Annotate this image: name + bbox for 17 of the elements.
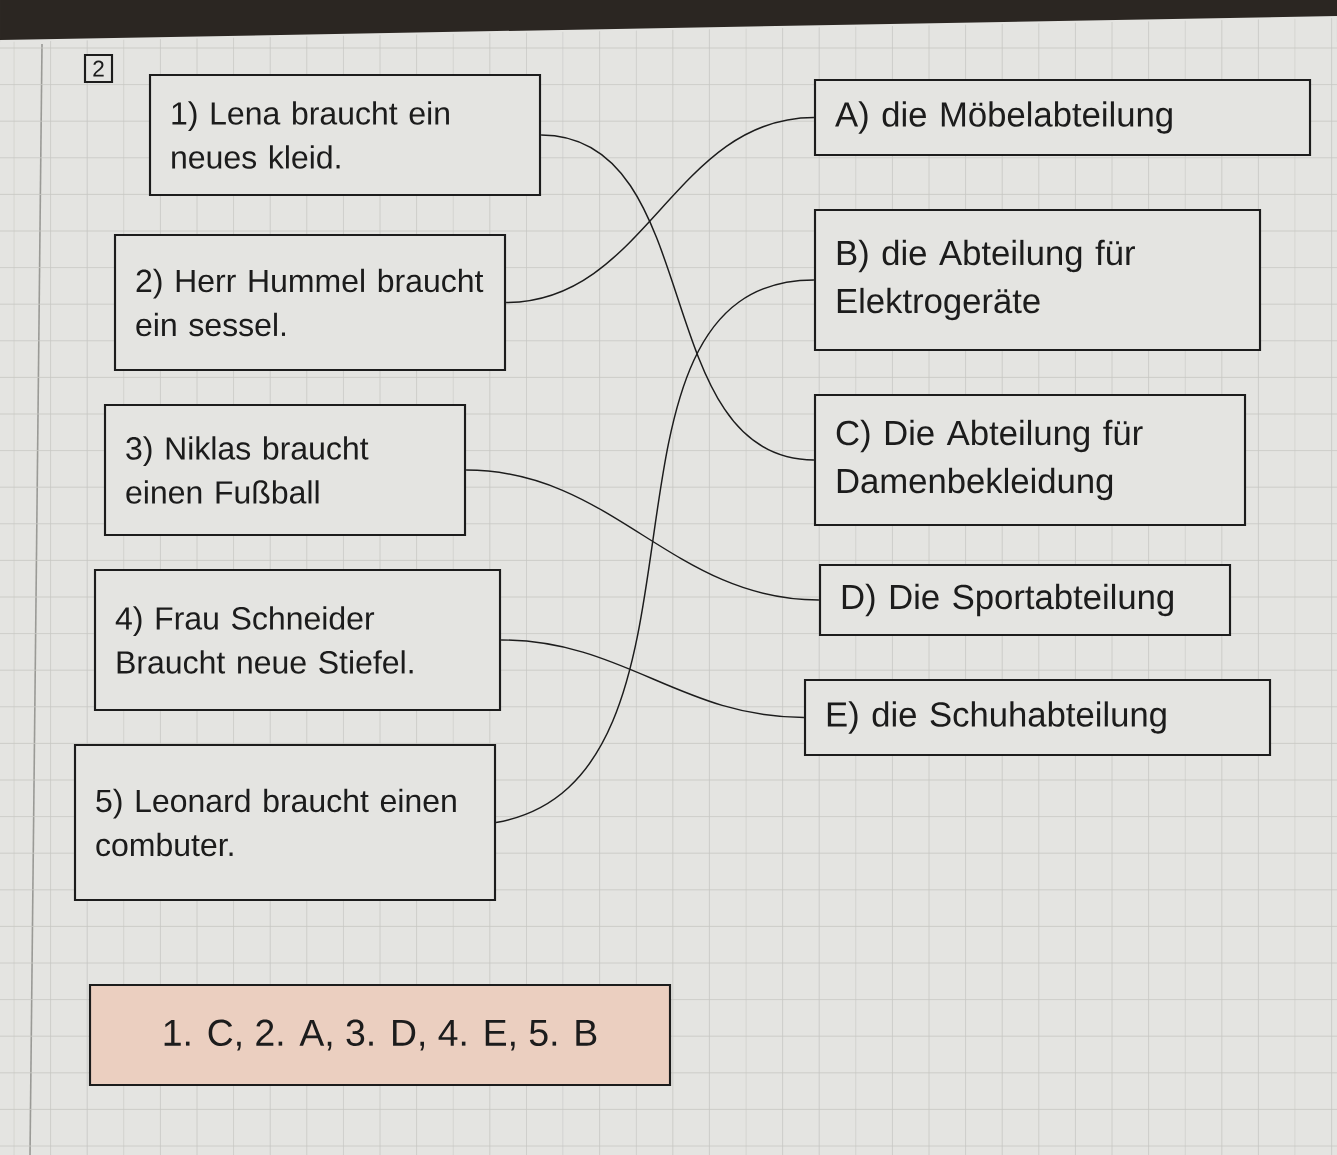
department-box: C) Die Abteilung für Damenbekleidung — [813, 393, 1247, 527]
sentence-box: 1) Lena braucht ein neues kleid. — [148, 73, 542, 197]
task-number-box: 2 — [83, 53, 114, 84]
connector-line — [465, 469, 820, 601]
sentence-box: 5) Leonard braucht einen combuter. — [73, 743, 497, 902]
answer-box: 1. C, 2. A, 3. D, 4. E, 5. B — [88, 983, 672, 1087]
sentence-box: 3) Niklas braucht einen Fußball — [103, 403, 467, 537]
department-box: E) die Schuhabteilung — [803, 678, 1272, 757]
department-box: B) die Abteilung für Elektrogeräte — [813, 208, 1262, 352]
connector-line — [540, 134, 815, 461]
sentence-box: 4) Frau Schneider Braucht neue Stiefel. — [93, 568, 502, 712]
sentence-box: 2) Herr Hummel braucht ein sessel. — [113, 233, 507, 372]
connector-line — [500, 639, 805, 719]
connector-line — [505, 116, 815, 304]
department-box: A) die Möbelabteilung — [813, 78, 1312, 157]
connector-line — [495, 279, 815, 824]
department-box: D) Die Sportabteilung — [818, 563, 1232, 637]
